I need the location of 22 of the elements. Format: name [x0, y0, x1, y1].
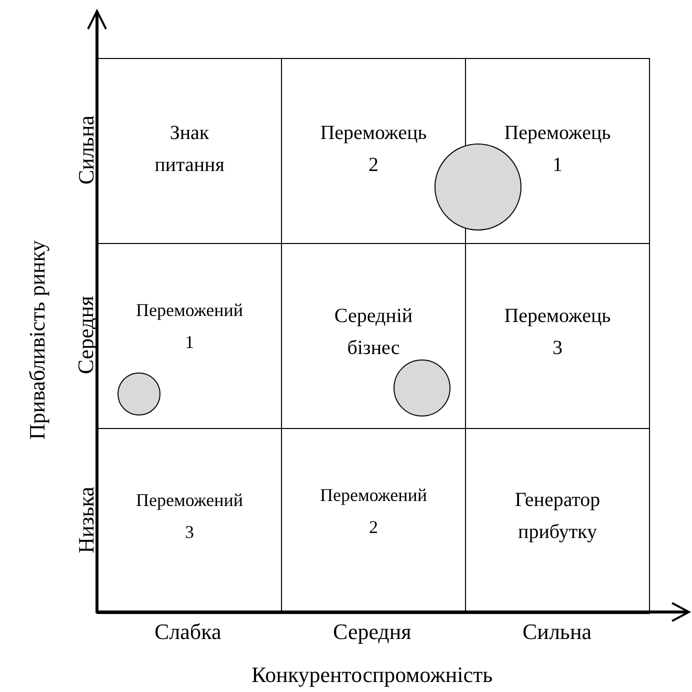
cell-label: Переможець 3 — [504, 304, 612, 361]
cell-label: Знак питання — [154, 121, 226, 178]
bubble — [394, 360, 450, 416]
axis-tick-label: Слабка — [154, 619, 222, 645]
axis-tick-label: Сильна — [73, 116, 99, 184]
cell-label: Переможець 2 — [320, 121, 428, 178]
axis-tick-label: Низька — [72, 486, 99, 554]
matrix-cell — [465, 58, 650, 244]
axis-title: Конкурентоспроможність — [252, 662, 493, 688]
cell-label: Переможений 3 — [136, 489, 244, 544]
axis-tick-label: Середня — [333, 619, 412, 645]
bubble — [434, 144, 522, 230]
cell-label: Генератор прибутку — [514, 488, 602, 545]
cell-label: Переможець 1 — [504, 121, 612, 178]
axis-title: Привабливість ринку — [24, 240, 50, 440]
axis-tick-label: Сильна — [522, 619, 592, 645]
matrix-cell — [465, 428, 650, 614]
axis-tick-label: Середня — [73, 296, 100, 374]
cell-label: Середній бізнес — [333, 304, 414, 361]
bubble — [118, 372, 160, 416]
cell-label: Переможений 2 — [320, 484, 428, 539]
cell-label: Переможений 1 — [136, 299, 244, 354]
